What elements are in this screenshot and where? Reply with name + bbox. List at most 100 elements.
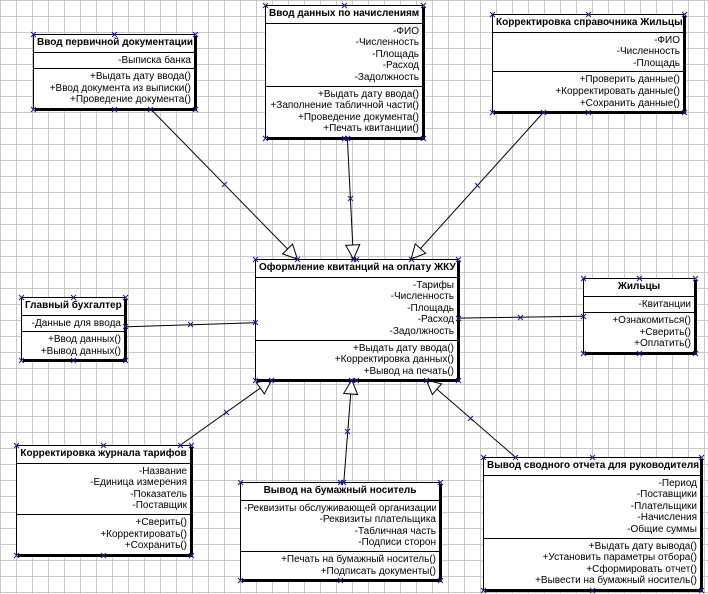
connector-handle-icon[interactable] bbox=[481, 588, 486, 593]
connector-handle-icon[interactable] bbox=[112, 32, 117, 37]
connector-handle-icon[interactable] bbox=[123, 295, 128, 300]
connector-handle-icon[interactable] bbox=[14, 553, 19, 558]
connector-handle-icon[interactable] bbox=[188, 322, 193, 327]
connector-handle-icon[interactable] bbox=[263, 136, 268, 141]
connector-handle-icon[interactable] bbox=[19, 358, 24, 363]
connector-handle-icon[interactable] bbox=[193, 32, 198, 37]
connector-handle-icon[interactable] bbox=[354, 257, 359, 262]
class-attribute: -Показатель bbox=[130, 488, 187, 500]
connector-handle-icon[interactable] bbox=[699, 455, 704, 460]
class-attribute: -Общие суммы bbox=[627, 523, 697, 535]
connector-handle-icon[interactable] bbox=[101, 443, 106, 448]
class-attributes: -Тарифы-Численность-Площадь-Расход-Задол… bbox=[256, 276, 457, 340]
connector-handle-icon[interactable] bbox=[101, 553, 106, 558]
class-box-korrektirovka-tarifov[interactable]: Корректировка журнала тарифов -Название-… bbox=[16, 445, 191, 555]
connector-handle-icon[interactable] bbox=[71, 295, 76, 300]
connector-handle-icon[interactable] bbox=[354, 378, 359, 383]
generalization-arrowhead-icon bbox=[344, 244, 361, 261]
connector-handle-icon[interactable] bbox=[342, 136, 347, 141]
class-box-korrektirovka-spravochnika[interactable]: Корректировка справочника Жильцы -ФИО-Чи… bbox=[492, 14, 684, 113]
connector-handle-icon[interactable] bbox=[682, 110, 687, 115]
class-attributes: -ФИО-Численность-Площадь bbox=[493, 31, 683, 72]
class-title: Корректировка справочника Жильцы bbox=[496, 17, 683, 28]
connector-handle-icon[interactable] bbox=[345, 429, 350, 434]
class-box-vyvod-bumazhny[interactable]: Вывод на бумажный носитель -Реквизиты об… bbox=[240, 482, 440, 581]
connector-handle-icon[interactable] bbox=[468, 416, 473, 421]
generalization-arrowhead-icon bbox=[342, 378, 359, 396]
connector-handle-icon[interactable] bbox=[513, 455, 518, 460]
connector-handle-icon[interactable] bbox=[238, 480, 243, 485]
connector-handle-icon[interactable] bbox=[31, 107, 36, 112]
class-attribute: -Начисления bbox=[637, 512, 697, 524]
connector-handle-icon[interactable] bbox=[518, 315, 523, 320]
connector-handle-icon[interactable] bbox=[481, 455, 486, 460]
connector-handle-icon[interactable] bbox=[637, 351, 642, 356]
class-method: +Заполнение табличной части() bbox=[270, 100, 419, 112]
connector-handle-icon[interactable] bbox=[253, 320, 258, 325]
class-box-vvod-nachisleniy[interactable]: Ввод данных по начислениям -ФИО-Численно… bbox=[265, 5, 423, 138]
class-attributes: -Квитанции bbox=[584, 295, 694, 313]
connector-handle-icon[interactable] bbox=[112, 107, 117, 112]
connector-handle-icon[interactable] bbox=[295, 257, 300, 262]
connector-handle-icon[interactable] bbox=[421, 3, 426, 8]
connector-handle-icon[interactable] bbox=[269, 378, 274, 383]
connector-handle-icon[interactable] bbox=[586, 12, 591, 17]
connector-handle-icon[interactable] bbox=[338, 578, 343, 583]
connector-handle-icon[interactable] bbox=[123, 324, 128, 329]
class-box-vvod-pervichnoy[interactable]: Ввод первичной документации -Выписка бан… bbox=[33, 34, 195, 109]
connector-handle-icon[interactable] bbox=[421, 136, 426, 141]
connector-handle-icon[interactable] bbox=[490, 110, 495, 115]
class-methods: +Выдать дату ввода()+Заполнение таблично… bbox=[266, 85, 422, 137]
class-methods: +Выдать дату ввода()+Корректировка данны… bbox=[256, 339, 457, 380]
class-methods: +Проверить данные()+Корректировать данны… bbox=[493, 71, 683, 111]
connector-handle-icon[interactable] bbox=[224, 410, 229, 415]
connector-handle-icon[interactable] bbox=[693, 351, 698, 356]
connector-handle-icon[interactable] bbox=[590, 455, 595, 460]
connector-handle-icon[interactable] bbox=[581, 276, 586, 281]
connector-handle-icon[interactable] bbox=[456, 316, 461, 321]
connector-handle-icon[interactable] bbox=[31, 32, 36, 37]
connector-handle-icon[interactable] bbox=[456, 378, 461, 383]
connector-handle-icon[interactable] bbox=[222, 182, 227, 187]
connector-handle-icon[interactable] bbox=[541, 110, 546, 115]
connector-handle-icon[interactable] bbox=[699, 588, 704, 593]
connector-handle-icon[interactable] bbox=[475, 183, 480, 188]
connector-handle-icon[interactable] bbox=[342, 3, 347, 8]
connector-handle-icon[interactable] bbox=[586, 110, 591, 115]
connector-handle-icon[interactable] bbox=[424, 378, 429, 383]
connector-handle-icon[interactable] bbox=[71, 358, 76, 363]
connector-handle-icon[interactable] bbox=[682, 12, 687, 17]
connector-handle-icon[interactable] bbox=[490, 12, 495, 17]
connector-handle-icon[interactable] bbox=[19, 295, 24, 300]
class-method: +Ввод данных() bbox=[48, 334, 121, 346]
connector-handle-icon[interactable] bbox=[581, 314, 586, 319]
class-box-zhiltsy[interactable]: Жильцы -Квитанции +Ознакомиться()+Сверит… bbox=[583, 278, 695, 353]
class-box-oformlenie-kvitantsiy[interactable]: Оформление квитанций на оплату ЖКУ -Тари… bbox=[255, 259, 458, 381]
connector-handle-icon[interactable] bbox=[338, 480, 343, 485]
connector-handle-icon[interactable] bbox=[193, 107, 198, 112]
connector-handle-icon[interactable] bbox=[178, 443, 183, 448]
class-method: +Вывод на печать() bbox=[363, 365, 454, 377]
connector-handle-icon[interactable] bbox=[409, 257, 414, 262]
connector-handle-icon[interactable] bbox=[693, 276, 698, 281]
connector-handle-icon[interactable] bbox=[590, 588, 595, 593]
connector-handle-icon[interactable] bbox=[581, 351, 586, 356]
connector-handle-icon[interactable] bbox=[14, 443, 19, 448]
connector-handle-icon[interactable] bbox=[253, 257, 258, 262]
class-attribute: -Численность bbox=[390, 291, 454, 303]
connector-handle-icon[interactable] bbox=[348, 196, 353, 201]
connector-handle-icon[interactable] bbox=[438, 480, 443, 485]
connector-handle-icon[interactable] bbox=[189, 443, 194, 448]
connector-handle-icon[interactable] bbox=[253, 378, 258, 383]
connector-handle-icon[interactable] bbox=[123, 358, 128, 363]
connector-handle-icon[interactable] bbox=[263, 3, 268, 8]
connector-handle-icon[interactable] bbox=[148, 107, 153, 112]
connector-handle-icon[interactable] bbox=[238, 578, 243, 583]
connector-handle-icon[interactable] bbox=[637, 276, 642, 281]
class-methods: +Печать на бумажный носитель()+Подписать… bbox=[241, 550, 439, 579]
connector-handle-icon[interactable] bbox=[456, 257, 461, 262]
class-box-vyvod-svodnogo-otcheta[interactable]: Вывод сводного отчета для руководителя -… bbox=[483, 457, 701, 590]
class-box-glavny-buhgalter[interactable]: Главный бухгалтер -Данные для ввода +Вво… bbox=[21, 297, 125, 361]
connector-handle-icon[interactable] bbox=[189, 553, 194, 558]
connector-handle-icon[interactable] bbox=[438, 578, 443, 583]
